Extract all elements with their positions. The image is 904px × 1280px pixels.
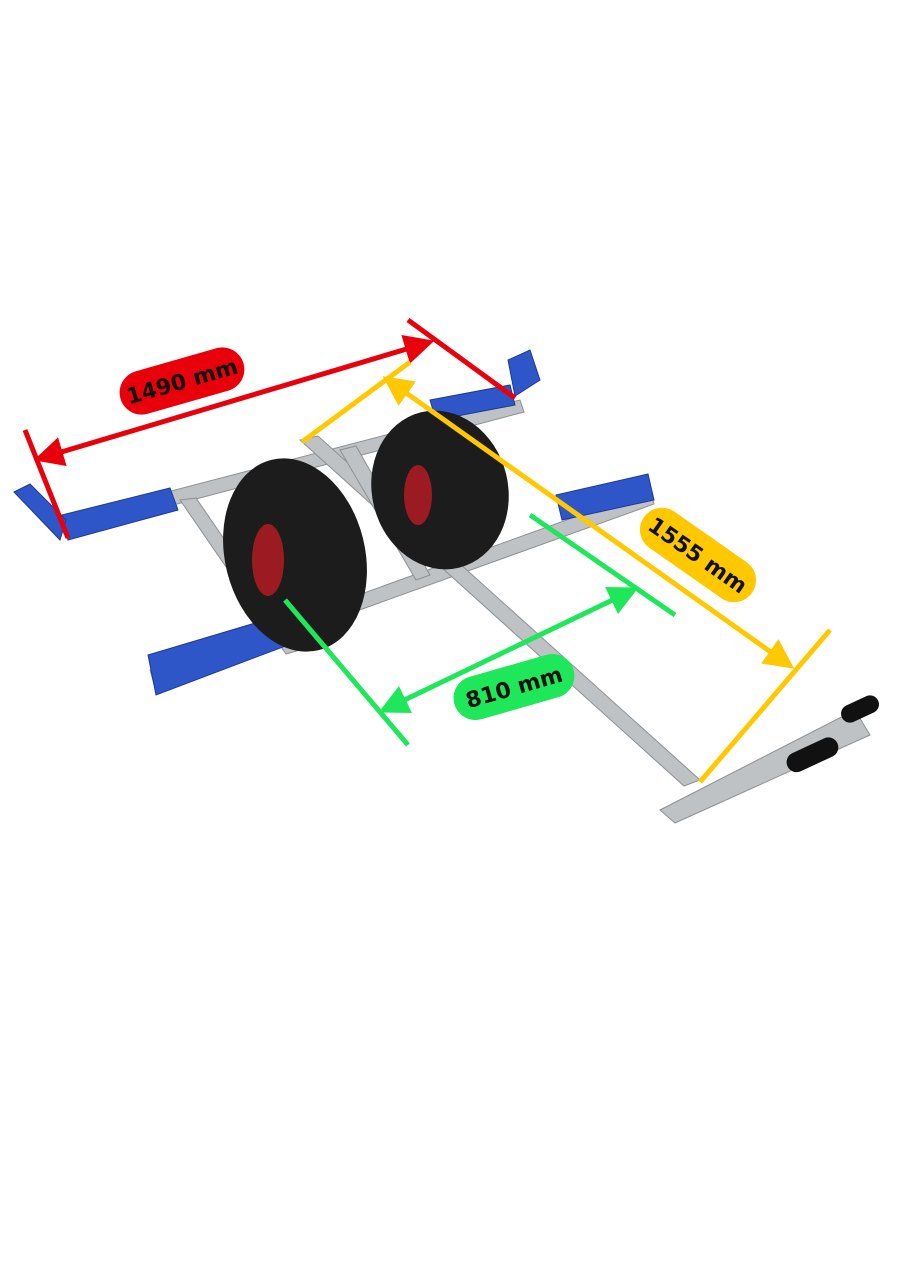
width-label: 1490 mm [119,347,245,415]
pad-front-left-upright [13,483,67,541]
handle-plate [659,709,871,824]
pad-front-left [61,487,179,541]
pad-front-right-upright [507,349,541,397]
track-label: 810 mm [453,653,575,721]
handle-grips [786,695,879,773]
track-dimension [283,512,677,747]
length-label: 1555 mm [639,507,757,603]
wheel-left [223,458,367,652]
length-dimension [300,359,832,784]
